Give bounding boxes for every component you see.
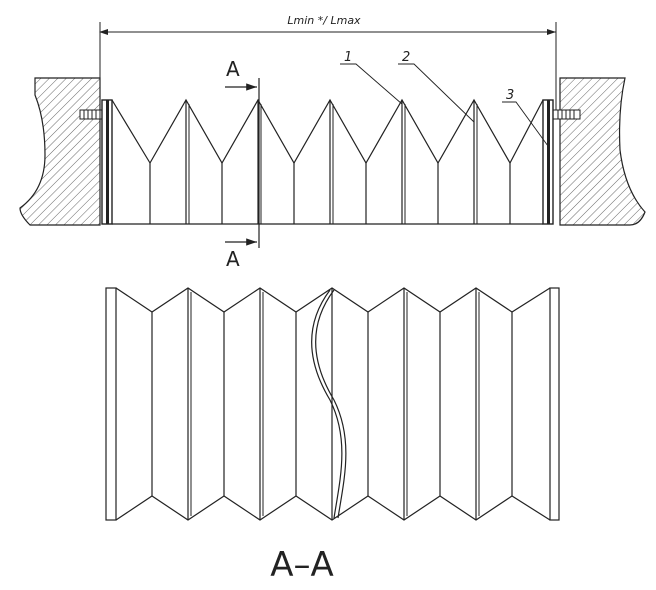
section-cut-line: [225, 78, 260, 248]
dimension-line: [99, 22, 557, 110]
right-screw: [551, 109, 581, 120]
left-wall: [19, 77, 101, 226]
callout-leaders: [340, 63, 549, 147]
callout-1: 1: [344, 50, 352, 65]
section-stiffeners: [190, 292, 480, 516]
bellows-front-view: [111, 98, 544, 225]
callout-2: 2: [402, 50, 410, 65]
dimension-label: Lmin */ Lmax: [287, 14, 361, 27]
section-marker-top: A: [226, 57, 240, 81]
stiffener-frames: [188, 104, 478, 224]
section-title: A–A: [270, 545, 334, 585]
section-marker-bottom: A: [226, 247, 240, 271]
right-wall: [559, 77, 646, 226]
callout-3: 3: [506, 88, 514, 103]
break-line: [311, 289, 347, 519]
